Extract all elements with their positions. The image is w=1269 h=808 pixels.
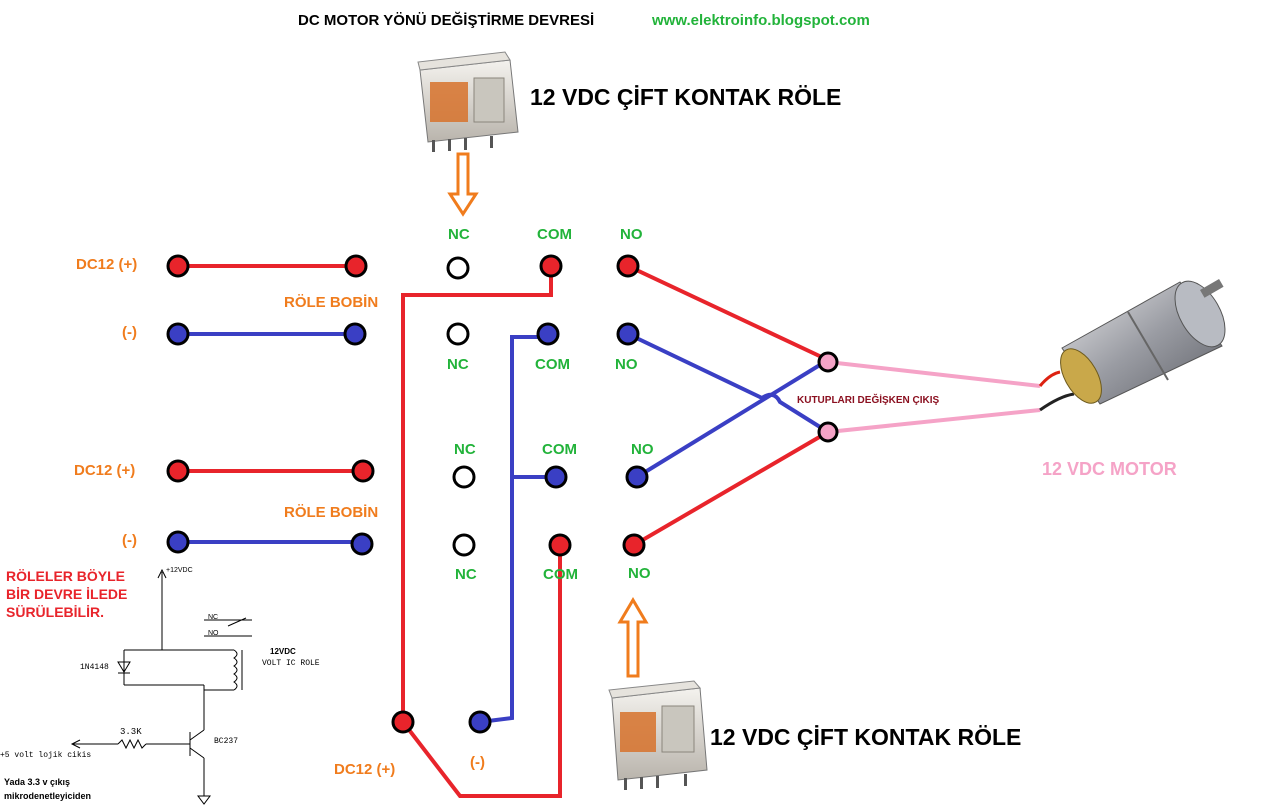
output-terminals	[817, 351, 839, 443]
relay-top-label: 12 VDC ÇİFT KONTAK RÖLE	[530, 84, 842, 110]
output-label: KUTUPLARI DEĞİŞKEN ÇIKIŞ	[797, 395, 940, 406]
relay2-no-top: NO	[631, 441, 654, 458]
driver-note-a: Yada 3.3 v çıkış	[4, 777, 71, 787]
nc-terminals	[446, 256, 476, 557]
red-wires	[178, 264, 830, 798]
relay2-com-bottom: COM	[543, 566, 578, 583]
driver-transistor-label: BC237	[214, 737, 239, 746]
relay2-nc-bottom: NC	[455, 566, 477, 583]
relay1-com-top: COM	[537, 226, 572, 243]
relay2-minus-label: (-)	[122, 532, 137, 549]
driver-relay-label-a: 12VDC	[270, 647, 296, 656]
relay1-no-bottom: NO	[615, 356, 638, 373]
relay2-coil-label: RÖLE BOBİN	[284, 504, 379, 521]
relay-top-image	[417, 51, 519, 152]
blue-wires	[178, 332, 830, 724]
relay1-com-bottom: COM	[535, 356, 570, 373]
relay1-nc-top: NC	[448, 226, 470, 243]
arrow-down-icon	[447, 152, 479, 217]
relay2-com-top: COM	[542, 441, 577, 458]
relay2-nc-top: NC	[454, 441, 476, 458]
relay1-minus-label: (-)	[122, 324, 137, 341]
driver-relay-label-b: VOLT IC ROLE	[262, 659, 320, 668]
motor-image	[1038, 279, 1226, 412]
supply-minus-label: (-)	[470, 754, 485, 771]
pink-wires	[827, 360, 1041, 434]
relay1-nc-bottom: NC	[447, 356, 469, 373]
red-terminals	[166, 254, 646, 734]
driver-schematic	[70, 568, 252, 805]
driver-diode-label: 1N4148	[80, 663, 109, 672]
driver-resistor-label: 3.3K	[120, 727, 142, 737]
relay1-no-top: NO	[620, 226, 643, 243]
page-title: DC MOTOR YÖNÜ DEĞİŞTİRME DEVRESİ	[298, 12, 595, 29]
driver-note: RÖLELER BÖYLE BİR DEVRE İLEDE SÜRÜLEBİLİ…	[6, 568, 128, 621]
relay-bottom-image	[608, 680, 708, 790]
blue-terminals	[166, 322, 649, 734]
driver-no-label: NO	[208, 630, 219, 637]
driver-vcc-label: +12VDC	[166, 567, 193, 574]
relay1-dc12-label: DC12 (+)	[76, 256, 138, 273]
supply-dc12-label: DC12 (+)	[334, 761, 396, 778]
relay2-dc12-label: DC12 (+)	[74, 462, 136, 479]
driver-input-label: +5 volt lojik cikis	[0, 751, 92, 760]
relay2-no-bottom: NO	[628, 565, 651, 582]
relay-bottom-label: 12 VDC ÇİFT KONTAK RÖLE	[710, 724, 1022, 750]
site-url[interactable]: www.elektroinfo.blogspot.com	[652, 12, 870, 29]
driver-note-b: mikrodenetleyiciden	[4, 791, 92, 801]
arrow-up-icon	[617, 597, 649, 678]
driver-nc-label: NC	[208, 614, 219, 621]
relay1-coil-label: RÖLE BOBİN	[284, 294, 379, 311]
motor-label: 12 VDC MOTOR	[1042, 459, 1177, 479]
